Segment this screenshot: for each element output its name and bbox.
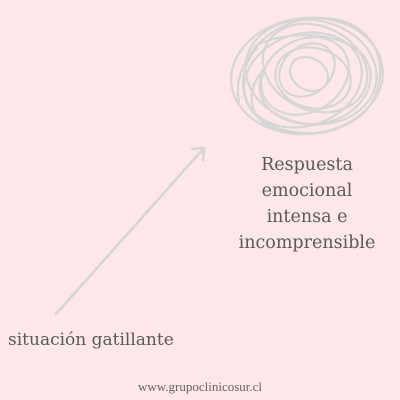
response-line: incomprensible: [238, 233, 376, 253]
response-line: intensa e: [266, 207, 348, 227]
trigger-situation-label: situación gatillante: [8, 330, 174, 350]
response-line: emocional: [261, 181, 353, 201]
tangled-scribble-icon: [230, 16, 384, 136]
website-footer: www.grupoclinicosur.cl: [137, 379, 263, 394]
diagonal-arrow-icon: [54, 146, 206, 316]
response-line: Respuesta: [261, 155, 353, 175]
emotional-response-label: Respuesta emocional intensa e incomprens…: [232, 152, 382, 256]
